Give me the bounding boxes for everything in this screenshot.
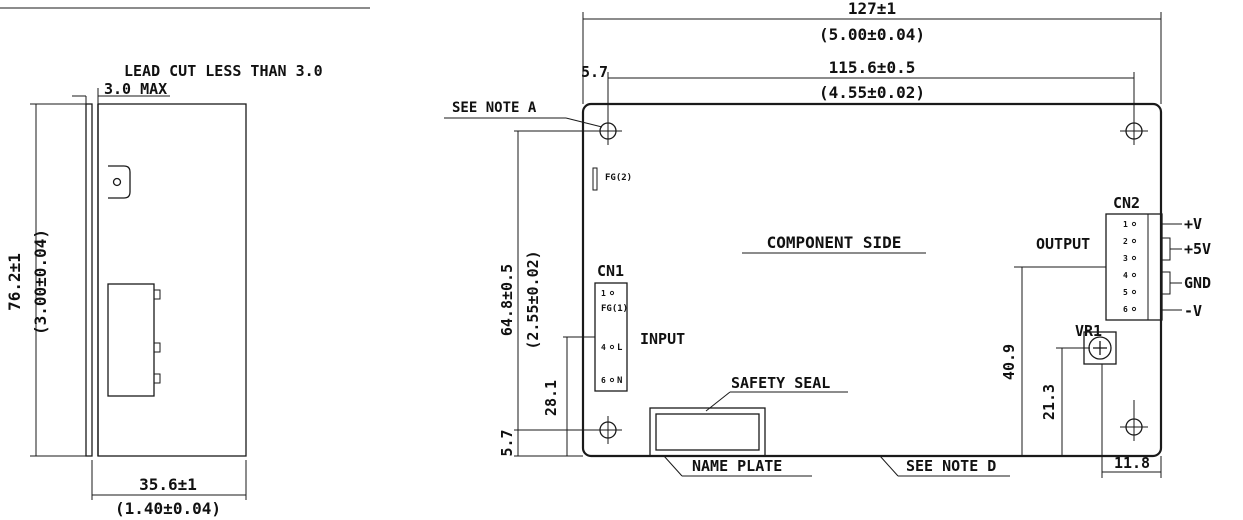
pin-dot [609, 377, 615, 383]
hole-offset-top-label: 5.7 [581, 63, 608, 81]
cn1-pin6-label: N [617, 376, 622, 386]
side-view: 76.2±1 (3.00±0.04) LEAD CUT LESS THAN 3.… [0, 7, 370, 518]
side-pin [153, 373, 161, 384]
cn2-pin: 6 [1123, 305, 1128, 314]
cn1-pin4-label: L [617, 343, 623, 353]
vr1-label: VR1 [1075, 322, 1102, 340]
cn1-fg1: FG(1) [601, 304, 628, 314]
note-d-label: SEE NOTE D [906, 457, 996, 475]
cn2-output-5v: +5V [1184, 240, 1211, 258]
side-pcb-board [85, 103, 93, 457]
cn1-pin6: 6 [601, 376, 606, 385]
safety-seal-label: SAFETY SEAL [731, 374, 830, 392]
fg2-terminal [592, 167, 598, 191]
pin-dot [609, 290, 615, 296]
side-pin [153, 289, 161, 300]
cn1-title: CN1 [597, 262, 624, 280]
top-view: 127±1 (5.00±0.04) 115.6±0.5 (4.55±0.02) … [444, 0, 1211, 478]
jumper-bracket [1162, 237, 1171, 261]
mounting-hole [1120, 117, 1148, 145]
cn2-pin: 1 [1123, 220, 1128, 229]
pin-dot [609, 344, 615, 350]
mounting-hole [1120, 400, 1148, 441]
dim-40-9-label: 40.9 [1000, 344, 1018, 380]
hole-span-mm-label: 115.6±0.5 [829, 58, 916, 77]
leader-line [565, 117, 603, 128]
hole-vert-in-label: (2.55±0.02) [524, 250, 542, 349]
height-mm-label: 76.2±1 [5, 253, 24, 311]
cn2-output-vplus: +V [1184, 215, 1202, 233]
dim-11-8-label: 11.8 [1114, 454, 1150, 472]
width-mm-label: 127±1 [848, 0, 896, 18]
hole-offset-bottom-label: 5.7 [498, 429, 516, 456]
cn2-output-gnd: GND [1184, 274, 1211, 292]
max-dim-label: 3.0 MAX [104, 80, 167, 98]
cn2-pins: 1 2 3 4 5 6 [1123, 220, 1137, 314]
cn2-pin: 4 [1123, 271, 1128, 280]
cn2-output-vminus: -V [1184, 302, 1202, 320]
cn1-pin4: 4 [601, 343, 606, 352]
fg2-label: FG(2) [605, 173, 632, 183]
lead-cut-note: LEAD CUT LESS THAN 3.0 [124, 62, 323, 80]
side-pin [153, 342, 161, 353]
side-component-outline [97, 103, 247, 457]
component-side-label: COMPONENT SIDE [767, 233, 902, 252]
side-tab-hole [112, 177, 122, 187]
cn2-output-label: OUTPUT [1036, 235, 1090, 253]
name-plate-label: NAME PLATE [692, 457, 782, 475]
side-tab [108, 165, 131, 199]
mounting-hole [594, 416, 622, 444]
cn1-input-label: INPUT [640, 330, 685, 348]
name-plate [649, 407, 766, 457]
dim-21-3-label: 21.3 [1040, 384, 1058, 420]
side-connector-block [107, 283, 155, 397]
height-in-label: (3.00±0.04) [31, 229, 50, 335]
name-plate-inner [655, 413, 760, 451]
hole-vert-mm-label: 64.8±0.5 [498, 264, 516, 336]
depth-in-label: (1.40±0.04) [115, 499, 221, 518]
depth-mm-label: 35.6±1 [139, 475, 197, 494]
cn2-connector [1105, 213, 1163, 321]
jumper-bracket [1162, 271, 1171, 295]
cn2-title: CN2 [1113, 194, 1140, 212]
board-outline [581, 102, 1163, 458]
leader-line [879, 455, 899, 477]
cn2-pin: 5 [1123, 288, 1128, 297]
note-a-label: SEE NOTE A [452, 100, 537, 116]
leader-line [663, 455, 683, 477]
hole-span-in-label: (4.55±0.02) [819, 83, 925, 102]
width-in-label: (5.00±0.04) [819, 25, 925, 44]
cn1-connector [594, 282, 628, 392]
cn1-pin1: 1 [601, 289, 606, 298]
dim-28-1-label: 28.1 [542, 380, 560, 416]
cn2-pin: 3 [1123, 254, 1128, 263]
leader-line [705, 391, 731, 412]
cn2-pin: 2 [1123, 237, 1128, 246]
